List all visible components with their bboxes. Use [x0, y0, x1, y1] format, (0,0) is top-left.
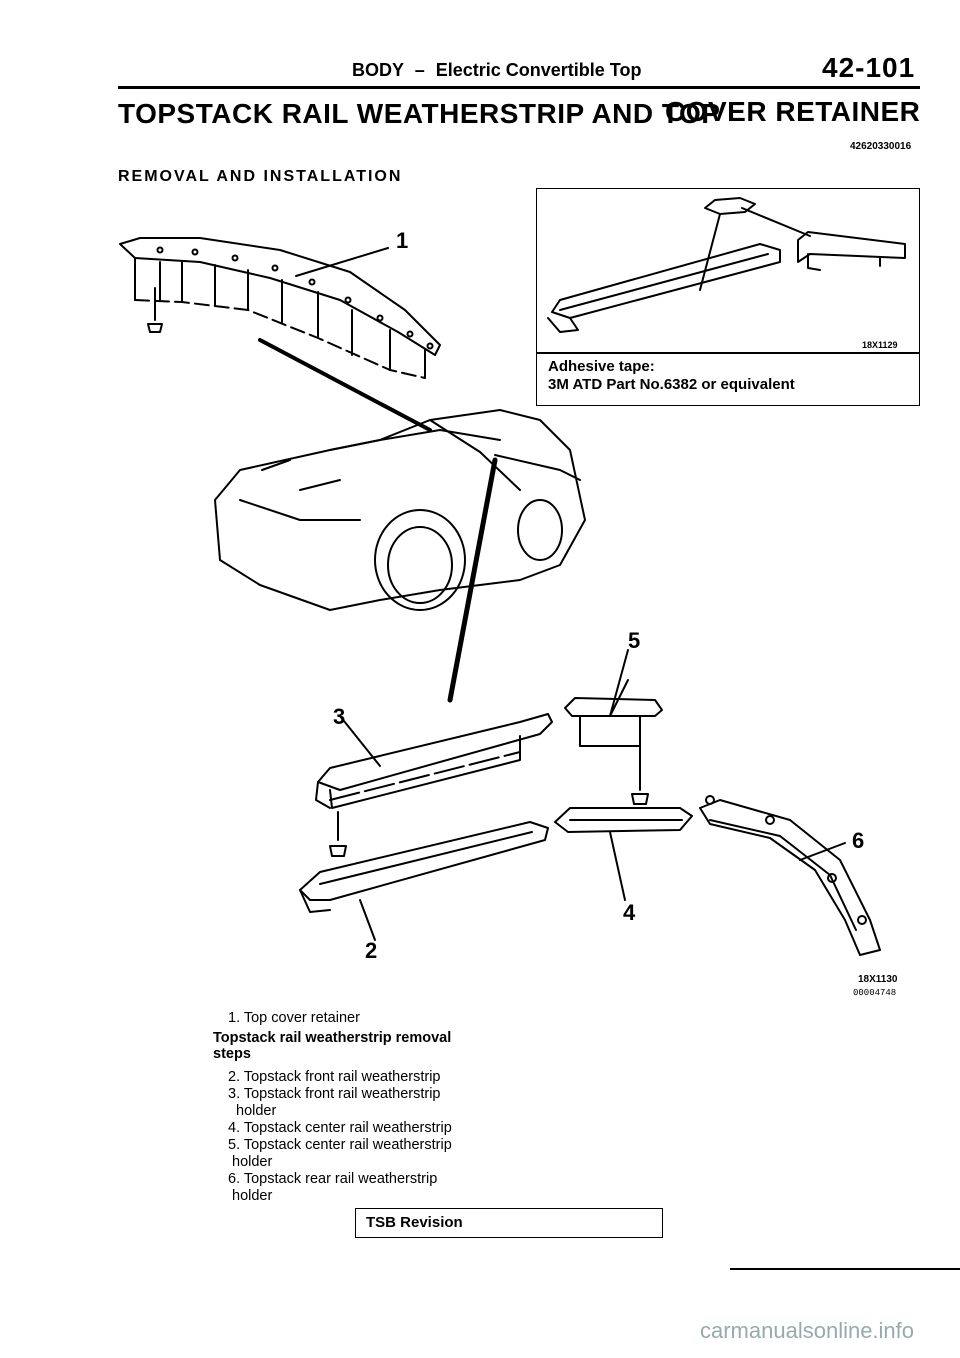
- callout-3: 3: [333, 704, 346, 729]
- page-title-right: COVER RETAINER: [665, 96, 921, 127]
- car-illustration: [214, 409, 586, 611]
- callout-1: 1: [396, 228, 409, 253]
- figure-serial: 00004748: [853, 988, 897, 998]
- watermark: carmanualsonline.info: [700, 1318, 915, 1343]
- inset-divider: [536, 352, 919, 354]
- header-section-name: BODY: [352, 60, 404, 80]
- legend-item-2: 2. Topstack front rail weatherstrip: [228, 1069, 441, 1085]
- steps-heading-line1: Topstack rail weatherstrip removal: [213, 1030, 452, 1046]
- legend-item-1: 1. Top cover retainer: [228, 1010, 360, 1026]
- section-subtitle: REMOVAL AND INSTALLATION: [118, 168, 403, 185]
- page-number: 42-101: [822, 52, 916, 83]
- inset-weatherstrip-part: [547, 197, 906, 333]
- top-cover-retainer-part: [119, 237, 441, 379]
- header-section: BODY – Electric Convertible Top: [352, 60, 641, 81]
- callout-5: 5: [628, 628, 641, 653]
- legend-item-3: 3. Topstack front rail weatherstrip: [228, 1086, 441, 1102]
- front-rail-holder-part: [315, 713, 553, 857]
- inset-note-line2: 3M ATD Part No.6382 or equivalent: [548, 376, 795, 393]
- header-rule: [118, 86, 920, 89]
- steps-heading-line2: steps: [213, 1046, 251, 1062]
- legend-item-5-cont: holder: [232, 1154, 273, 1170]
- legend-item-5: 5. Topstack center rail weatherstrip: [228, 1137, 452, 1153]
- legend-item-6-cont: holder: [232, 1188, 273, 1204]
- inset-note-line1: Adhesive tape:: [548, 358, 655, 375]
- inset-code: 18X1129: [862, 340, 898, 350]
- header-dash: –: [414, 60, 425, 80]
- page-title: TOPSTACK RAIL WEATHERSTRIP AND TOP: [118, 98, 721, 129]
- inset-box: [536, 188, 920, 406]
- footer-rule: [730, 1268, 960, 1270]
- callout-4: 4: [623, 900, 636, 925]
- figure-code: 18X1130: [858, 974, 898, 985]
- rear-rail-holder-part: [699, 795, 881, 956]
- callout-2: 2: [365, 938, 378, 963]
- tsb-revision-box: TSB Revision: [355, 1208, 663, 1238]
- center-rail-weatherstrip-part: [554, 807, 693, 901]
- front-rail-weatherstrip-part: [299, 821, 549, 941]
- center-rail-holder-part: [564, 649, 663, 805]
- legend-item-4: 4. Topstack center rail weatherstrip: [228, 1120, 452, 1136]
- doc-code: 42620330016: [850, 141, 912, 152]
- tsb-revision-label: TSB Revision: [366, 1214, 463, 1231]
- legend-item-6: 6. Topstack rear rail weatherstrip: [228, 1171, 438, 1187]
- header-subject: Electric Convertible Top: [435, 60, 642, 80]
- legend-item-3-cont: holder: [236, 1103, 277, 1119]
- callout-6: 6: [852, 828, 865, 853]
